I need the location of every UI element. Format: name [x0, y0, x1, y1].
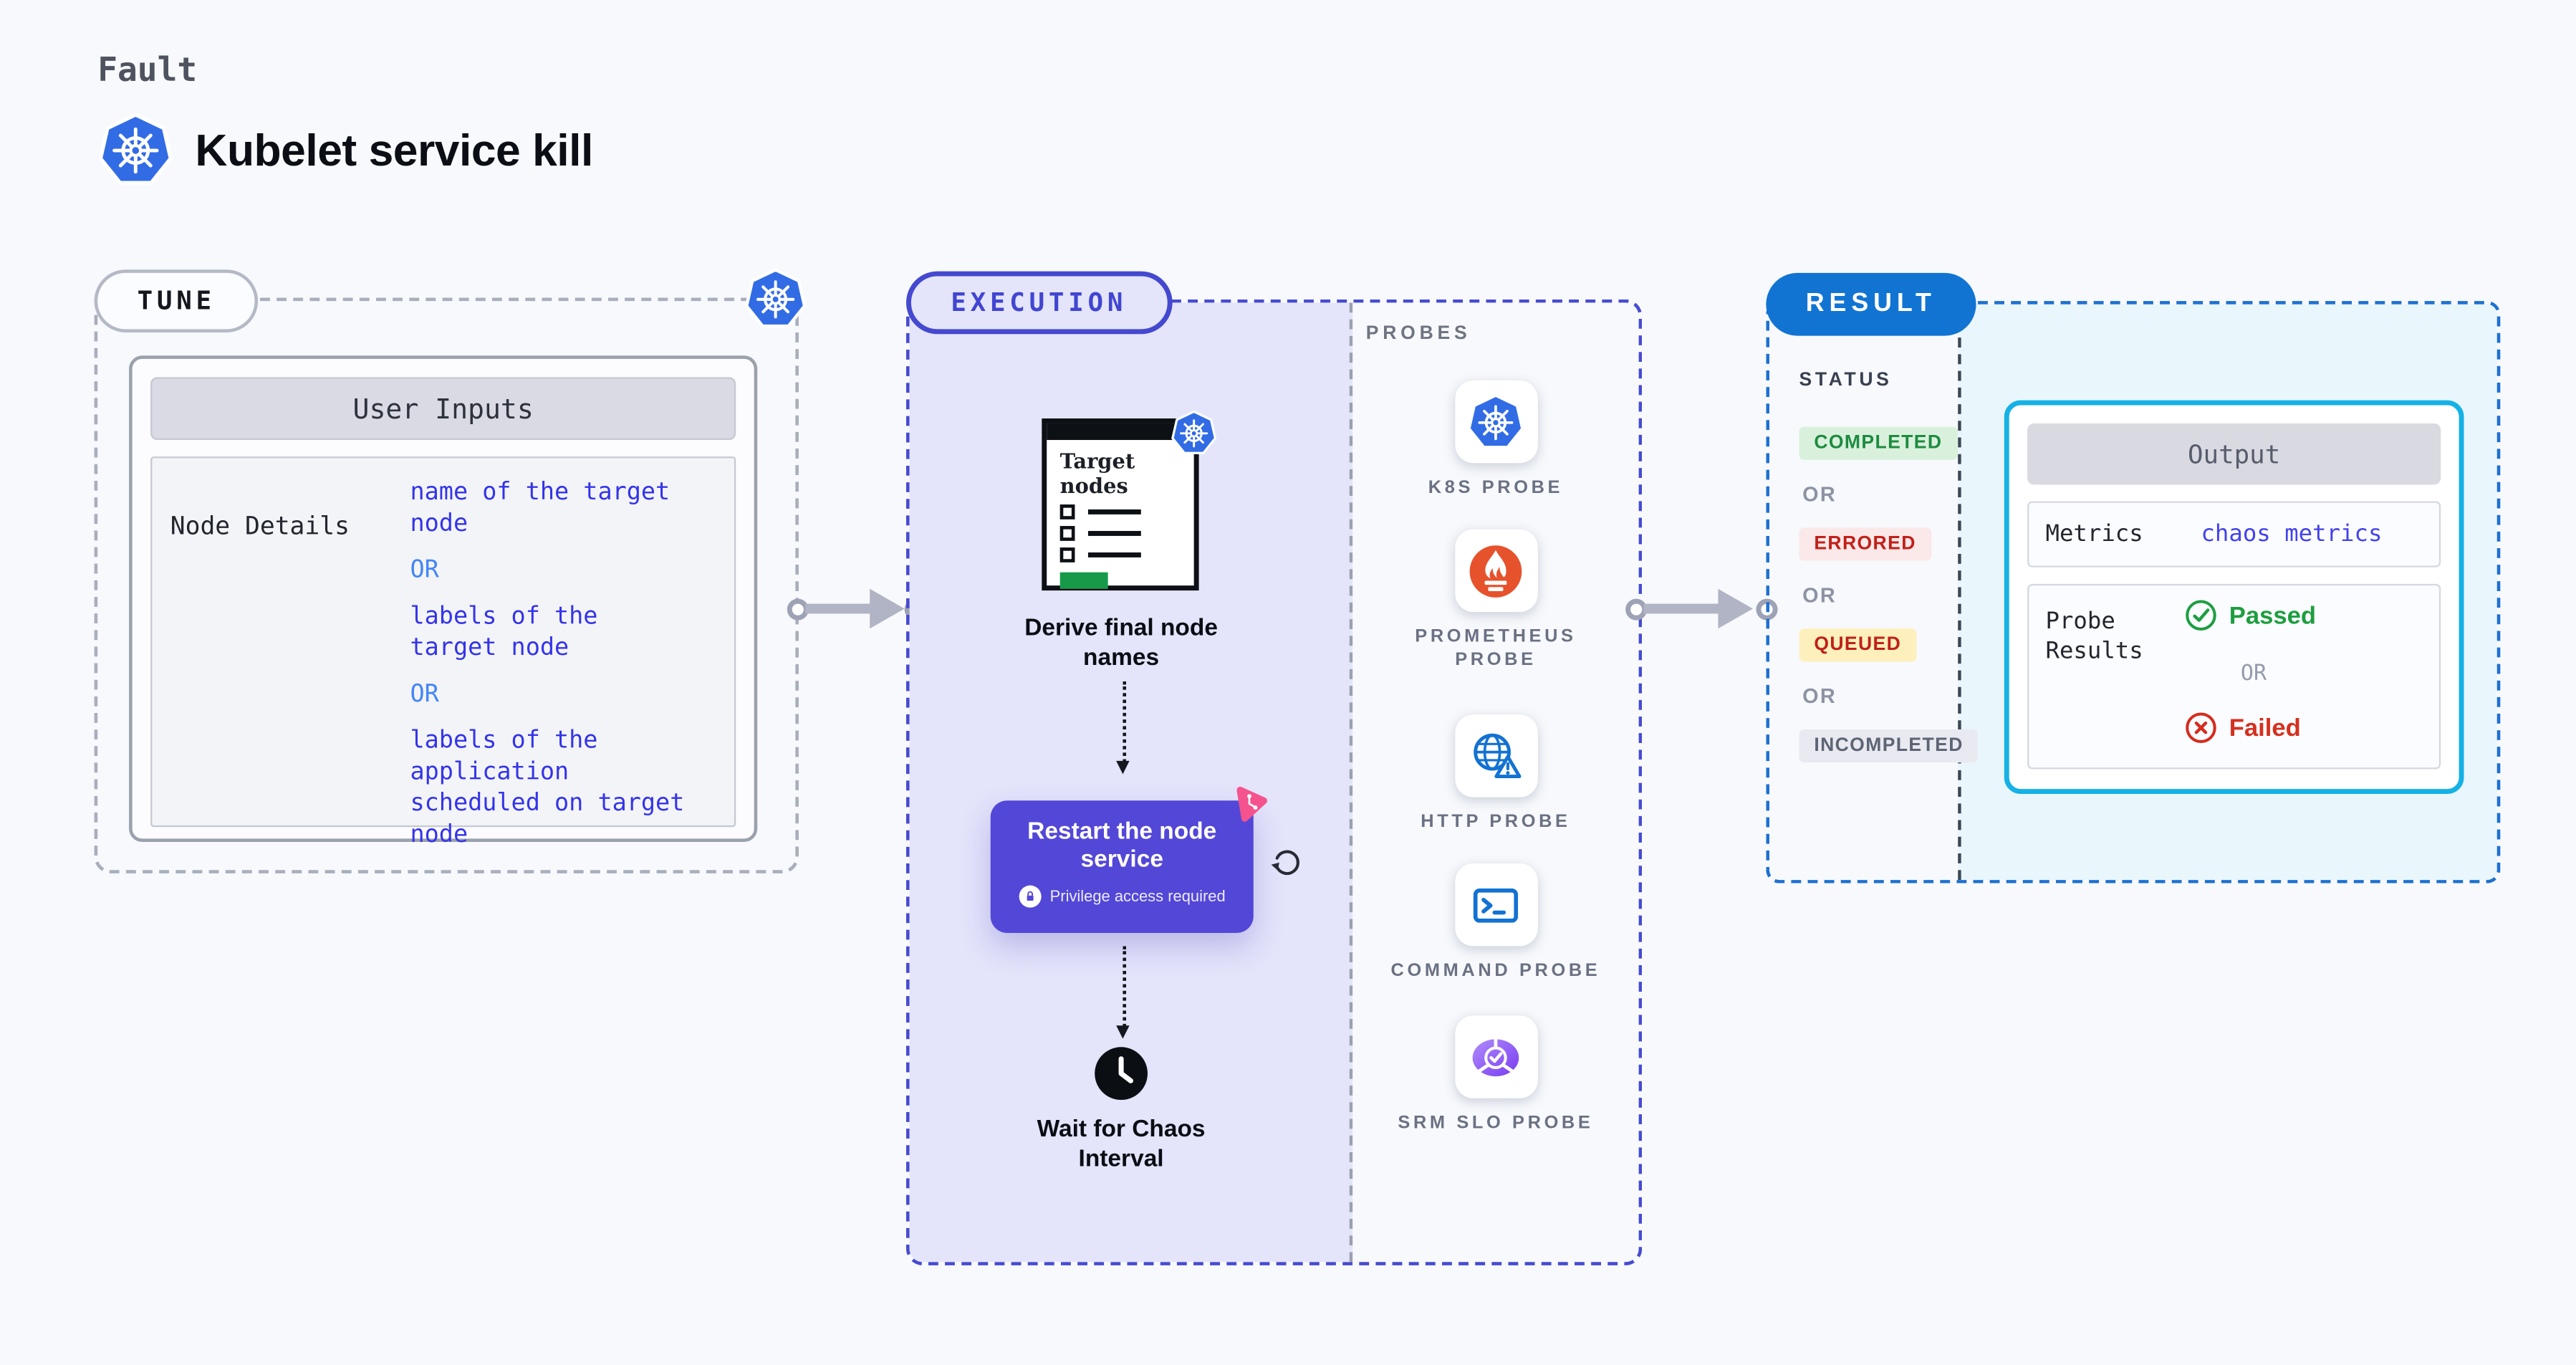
metrics-label: Metrics: [2045, 521, 2143, 548]
page-title-row: Kubelet service kill: [97, 112, 593, 188]
option-app-labels: labels of the application scheduled on t…: [410, 727, 685, 849]
probe-results-label: Probe Results: [2045, 608, 2143, 665]
probe-card: [1454, 714, 1537, 798]
checkbox-icon: [1059, 504, 1075, 519]
status-badge-incompleted: INCOMPLETED: [1799, 729, 1979, 763]
window-titlebar: [1047, 423, 1194, 441]
node-list-item: [1059, 504, 1194, 519]
probe-item-command: COMMAND PROBE: [1352, 863, 1638, 982]
execution-section: EXECUTION Target nodes Derive final node…: [906, 271, 1643, 1265]
output-card: Output Metrics chaos metrics Probe Resul…: [2004, 400, 2464, 795]
refresh-icon: [1269, 843, 1305, 880]
status-badge-queued: QUEUED: [1799, 628, 1917, 662]
probe-label: HTTP PROBE: [1421, 812, 1571, 833]
kubernetes-icon: [97, 112, 173, 188]
user-inputs-card: User Inputs Node Details name of the tar…: [129, 355, 758, 848]
metrics-value: chaos metrics: [2201, 521, 2383, 548]
check-circle-icon: [2184, 599, 2217, 632]
list-line: [1087, 531, 1141, 536]
privilege-badge: Privilege access required: [991, 885, 1254, 908]
result-pill: RESULT: [1766, 272, 1976, 336]
passed-label: Passed: [2229, 601, 2317, 630]
probes-panel: PROBES K8S PROBE PROMETHEUS PROBE HTTP P…: [1352, 302, 1638, 1262]
clock-icon: [1093, 1045, 1149, 1101]
restart-step-title: Restart the node service: [1027, 818, 1217, 873]
prometheus-icon: [1467, 542, 1525, 600]
fault-kicker: Fault: [97, 49, 198, 90]
probe-label: PROMETHEUS PROBE: [1415, 626, 1577, 670]
probe-card: [1454, 863, 1537, 947]
list-line: [1087, 552, 1141, 557]
restart-node-service-step: Restart the node service Privilege acces…: [990, 800, 1254, 933]
execution-pill: EXECUTION: [906, 271, 1172, 335]
status-badge-completed: COMPLETED: [1799, 426, 1958, 460]
probe-card: [1454, 1015, 1537, 1098]
privilege-badge-label: Privilege access required: [1049, 887, 1226, 906]
or-separator: OR: [2240, 661, 2267, 686]
metrics-row: Metrics chaos metrics: [2027, 501, 2441, 567]
failed-result: Failed: [2184, 712, 2301, 744]
status-heading: STATUS: [1799, 370, 1893, 391]
or-separator: OR: [410, 557, 439, 584]
dotted-connector: [1116, 681, 1130, 775]
user-inputs-title: User Inputs: [150, 377, 736, 441]
option-node-name: name of the target node: [410, 479, 671, 538]
arrow-head: [870, 588, 905, 629]
terminal-icon: [1467, 876, 1525, 934]
flow-arrow-tune-to-execution: [787, 587, 926, 630]
node-list-item: [1059, 526, 1194, 541]
node-list-item: [1059, 547, 1194, 562]
or-separator: OR: [1802, 583, 1837, 608]
derive-node-names-step: Derive final node names: [1024, 615, 1218, 671]
page-title: Kubelet service kill: [195, 125, 593, 175]
dotted-connector: [1116, 946, 1130, 1039]
status-list: COMPLETED OR ERRORED OR QUEUED OR INCOMP…: [1799, 413, 1979, 763]
or-separator: OR: [1802, 483, 1837, 507]
slo-check-icon: [1467, 1028, 1525, 1086]
node-details-label: Node Details: [170, 511, 350, 541]
flow-arrow-execution-to-result: [1625, 587, 1778, 630]
probe-item-http: HTTP PROBE: [1352, 714, 1638, 833]
probe-label: K8S PROBE: [1428, 478, 1564, 498]
probe-item-prometheus: PROMETHEUS PROBE: [1352, 529, 1638, 672]
checkbox-icon: [1059, 526, 1075, 541]
window-button: [1059, 572, 1108, 589]
kubernetes-icon: [1171, 410, 1217, 456]
probe-label: COMMAND PROBE: [1390, 961, 1601, 981]
user-inputs-table: Node Details name of the target node OR …: [150, 456, 736, 848]
output-title: Output: [2027, 423, 2441, 485]
arrow-line: [805, 603, 873, 614]
probe-results-row: Probe Results Passed OR Failed: [2027, 583, 2441, 770]
tune-pill: TUNE: [94, 269, 259, 332]
wait-chaos-interval-step: Wait for Chaos Interval: [1037, 1116, 1206, 1172]
lock-icon: [1019, 885, 1042, 908]
probe-card: [1454, 529, 1537, 613]
target-nodes-window: Target nodes: [1042, 418, 1198, 591]
x-circle-icon: [2184, 712, 2217, 744]
option-node-labels: labels of the target node: [410, 603, 598, 662]
litmus-chaos-icon: [1230, 784, 1268, 822]
kubernetes-icon: [744, 268, 807, 331]
passed-result: Passed: [2184, 599, 2316, 632]
probe-item-k8s: K8S PROBE: [1352, 380, 1638, 499]
checkbox-icon: [1059, 547, 1075, 562]
probe-card: [1454, 380, 1537, 464]
probe-item-srm-slo: SRM SLO PROBE: [1352, 1015, 1638, 1134]
globe-alert-icon: [1467, 727, 1525, 785]
target-nodes-title: Target nodes: [1059, 448, 1135, 498]
list-line: [1087, 509, 1141, 514]
failed-label: Failed: [2229, 714, 2301, 742]
node-details-values: name of the target node OR labels of the…: [410, 478, 734, 852]
arrow-line: [1643, 603, 1720, 614]
kubernetes-icon: [1467, 393, 1525, 451]
tune-section: TUNE User Inputs Node Details name of th…: [94, 298, 799, 873]
probe-label: SRM SLO PROBE: [1398, 1113, 1594, 1134]
result-section: RESULT STATUS COMPLETED OR ERRORED OR QU…: [1766, 272, 2501, 883]
or-separator: OR: [410, 681, 439, 708]
connector-dot: [1625, 598, 1648, 620]
or-separator: OR: [1802, 684, 1837, 708]
arrow-head: [1718, 588, 1753, 629]
probes-heading: PROBES: [1365, 324, 1471, 345]
status-badge-errored: ERRORED: [1799, 527, 1931, 561]
